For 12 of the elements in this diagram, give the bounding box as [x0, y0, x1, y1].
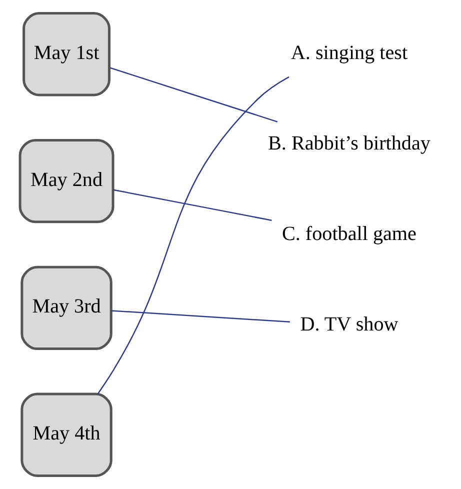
- connector: [113, 189, 272, 221]
- node-text: A. singing test: [290, 42, 408, 64]
- node-text: C. football game: [282, 222, 416, 245]
- node-box: May 2nd: [18, 138, 114, 224]
- node-text: B. Rabbit’s birthday: [268, 132, 430, 154]
- connector: [112, 310, 290, 323]
- node-box: May 1st: [22, 12, 110, 96]
- node-box: May 3rd: [20, 266, 112, 350]
- node-box: May 4th: [20, 392, 112, 477]
- connector: [97, 76, 290, 394]
- node-text: D. TV show: [300, 313, 398, 336]
- connector: [110, 67, 278, 122]
